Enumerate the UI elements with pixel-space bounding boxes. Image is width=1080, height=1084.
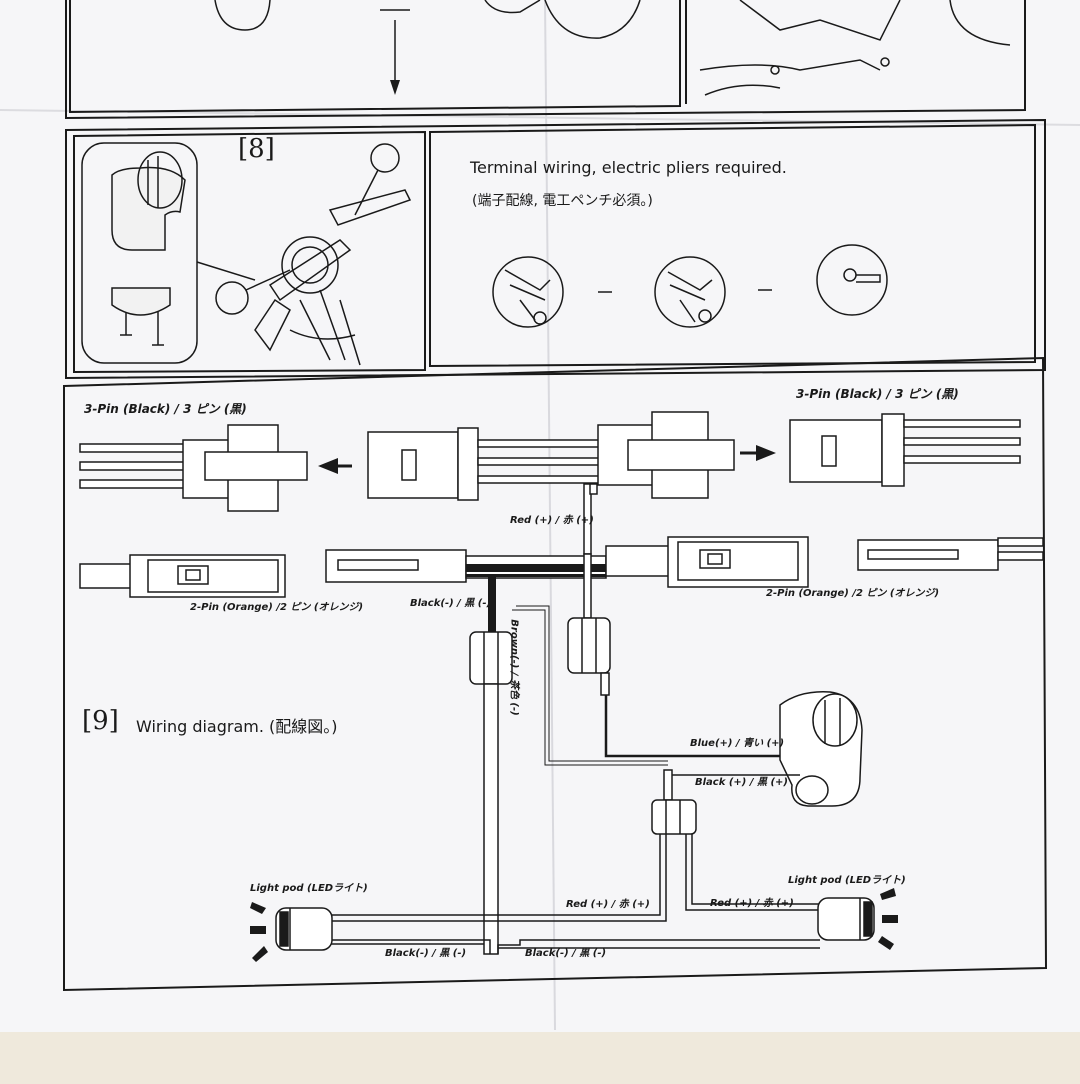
black-wire-bottom — [330, 939, 820, 954]
two-pin-connector-left — [79, 554, 286, 598]
terminal-wiring-title: Terminal wiring, electric pliers require… — [470, 158, 787, 177]
crimping-sequence — [492, 244, 888, 328]
switch-exploded-inset — [81, 142, 198, 364]
two-pin-right-label: 2-Pin (Orange) /2 ピン (オレンジ) — [766, 588, 940, 599]
light-pod-right-label: Light pod (LEDライト) — [788, 875, 906, 886]
light-rays-left — [250, 902, 268, 962]
arrow-left — [318, 458, 338, 474]
blue-wire — [604, 695, 808, 758]
brown-wire — [512, 605, 668, 766]
light-pod-left-label: Light pod (LEDライト) — [250, 883, 368, 894]
two-pin-housing-right — [857, 537, 1044, 571]
two-pin-housing-center-left — [325, 549, 467, 583]
arrow-right — [756, 445, 776, 461]
three-pin-connector-center-right — [597, 411, 735, 499]
splice-left — [469, 631, 513, 955]
three-pin-right-label: 3-Pin (Black) / 3 ピン (黒) — [796, 387, 959, 401]
step8-panel — [65, 118, 1046, 380]
step9-number: [9] — [82, 706, 119, 736]
motorcycle-handlebar-sketch — [215, 143, 412, 366]
blue-label: Blue(+) / 青い (+) — [690, 738, 785, 749]
fold-crease — [544, 0, 556, 1031]
three-pin-wires-center — [477, 439, 601, 484]
red-mid-label: Red (+) / 赤 (+) — [566, 899, 650, 910]
carpet-background — [0, 1032, 1080, 1080]
red-right-label: Red (+) / 赤 (+) — [710, 898, 794, 909]
handlebar-switch — [779, 691, 863, 807]
red-top-label: Red (+) / 赤 (+) — [510, 515, 594, 526]
step7-panel-remnant — [65, 0, 1026, 120]
wiring-diagram-title: Wiring diagram. (配線図。) — [136, 717, 338, 736]
splice-right — [567, 553, 611, 696]
three-pin-left-label: 3-Pin (Black) / 3 ピン (黒) — [84, 402, 247, 416]
light-rays-right — [878, 888, 898, 950]
step8-number: [8] — [238, 134, 275, 164]
two-pin-left-label: 2-Pin (Orange) /2 ピン (オレンジ) — [190, 602, 364, 613]
black-bottom-left-label: Black(-) / 黒 (-) — [385, 948, 467, 959]
two-pin-connector-center-right — [605, 536, 809, 588]
red-wire-left-light — [330, 834, 667, 922]
three-pin-housing-center-left — [367, 427, 479, 501]
paper-sheet — [0, 0, 1080, 1040]
red-wire-right-light — [685, 834, 820, 911]
fold-crease — [0, 109, 1080, 126]
black-plus-wire — [651, 769, 800, 835]
callout-line — [196, 261, 256, 281]
light-pod-right — [817, 897, 875, 941]
terminal-wiring-subtitle: (端子配線, 電工ペンチ必須。) — [472, 193, 653, 209]
three-pin-connector-left — [79, 424, 308, 512]
black-center-label: Black(-) / 黒 (-) — [410, 598, 492, 609]
three-pin-housing-right — [789, 413, 1021, 487]
step9-panel — [63, 356, 1048, 992]
black-wire-trunk — [465, 555, 607, 632]
brown-label: Brown(-) / 茶色 (-) — [508, 619, 520, 716]
black-bottom-mid-label: Black(-) / 黒 (-) — [525, 948, 607, 959]
light-pod-left — [275, 907, 333, 951]
black-switch-label: Black (+) / 黒 (+) — [695, 777, 788, 788]
